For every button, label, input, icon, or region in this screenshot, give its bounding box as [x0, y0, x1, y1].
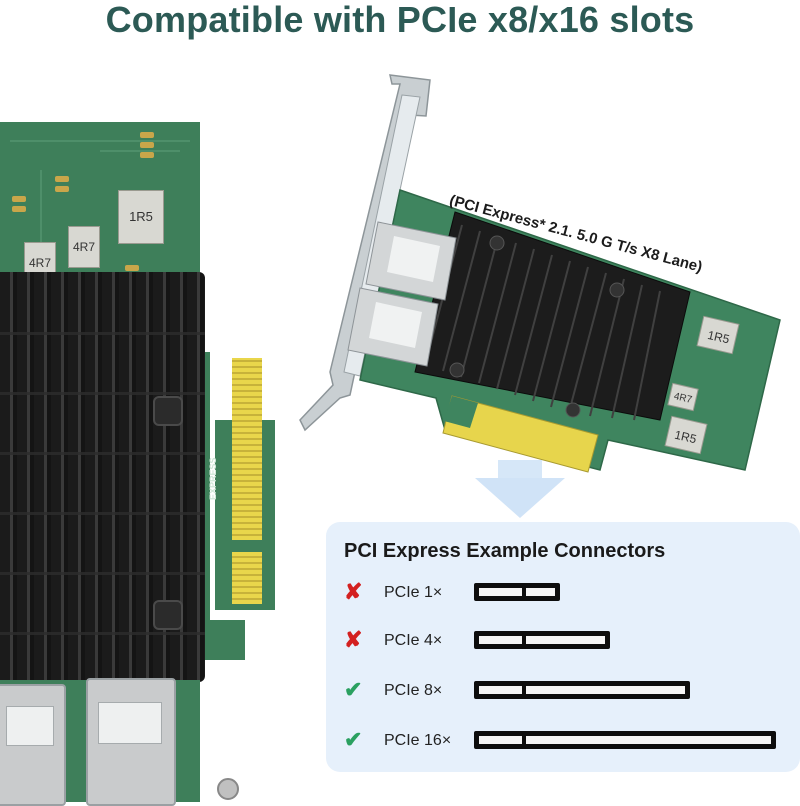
connector-label: PCIe 4×: [384, 632, 443, 649]
heatsink-ridge: [0, 392, 205, 395]
connectors-panel-title: PCI Express Example Connectors: [344, 540, 666, 562]
slot-key: [522, 731, 526, 749]
slot-opening: [479, 686, 685, 694]
slot-pcie-1x: [474, 583, 560, 601]
inductor-1r5: 1R5: [118, 190, 164, 244]
heatsink-ridge: [0, 632, 205, 635]
pcb-trace: [100, 150, 180, 152]
capacitor: [12, 196, 26, 202]
card-key: [444, 396, 478, 428]
heatsink-ridge: [0, 452, 205, 455]
gold-contacts: [232, 552, 262, 604]
mount-screw: [217, 778, 239, 800]
down-arrow-icon: [475, 478, 565, 518]
rj45-jack: [6, 706, 54, 746]
capacitor: [125, 265, 139, 271]
inductor-4r7: 4R7: [68, 226, 100, 268]
slot-opening: [479, 588, 555, 596]
rj45-jack: [387, 236, 440, 282]
connector-row-pcie-8x: ✔ PCIe 8×: [344, 678, 694, 706]
headline: Compatible with PCIe x8/x16 slots: [105, 0, 695, 40]
connector-row-pcie-1x: ✘ PCIe 1×: [344, 580, 584, 608]
pcb-left-edge: [200, 352, 210, 652]
card-heatsink-fins: [424, 224, 661, 421]
check-icon: ✔: [344, 677, 363, 702]
capacitor: [140, 132, 154, 138]
rj45-jack: [369, 302, 422, 348]
card-inductor: [667, 382, 699, 412]
card-inductor-label: 1R5: [673, 428, 698, 447]
capacitor: [55, 186, 69, 192]
slot-pcie-4x: [474, 631, 610, 649]
gold-contacts: [232, 358, 262, 540]
check-icon: ✔: [344, 727, 363, 752]
heatsink-ridge: [0, 512, 205, 515]
connector-row-pcie-16x: ✔ PCIe 16×: [344, 728, 780, 756]
heatsink-ridge: [0, 572, 205, 575]
connector-label: PCIe 1×: [384, 584, 443, 601]
capacitor: [55, 176, 69, 182]
card-inductor: [664, 415, 708, 455]
heatsink-screw: [153, 396, 183, 426]
heatsink-screw: [609, 282, 625, 298]
connector-row-pcie-4x: ✘ PCIe 4×: [344, 628, 614, 656]
card-inductor-label: 4R7: [673, 391, 694, 406]
cross-icon: ✘: [344, 579, 363, 604]
heatsink-screw: [565, 402, 581, 418]
connector-label: PCIe 16×: [384, 732, 452, 749]
down-arrow-stem: [498, 460, 542, 480]
heatsink-screw: [489, 235, 505, 251]
capacitor: [140, 142, 154, 148]
connector-label: PCIe 8×: [384, 682, 443, 699]
rj45-port: [0, 684, 66, 806]
heatsink-screw: [449, 362, 465, 378]
slot-opening: [479, 736, 771, 744]
pcb-trace: [10, 140, 190, 142]
slot-key: [522, 583, 526, 601]
heatsink-screw: [153, 600, 183, 630]
slot-pcie-8x: [474, 681, 690, 699]
pcb-left-edge: [205, 620, 245, 660]
rj45-port: [86, 678, 176, 806]
card-inductor: [696, 315, 740, 355]
slot-opening: [479, 636, 605, 644]
slot-pcie-16x: [474, 731, 776, 749]
rj45-jack: [98, 702, 162, 744]
card-inductor-label: 1R5: [706, 328, 731, 347]
slot-key: [522, 631, 526, 649]
slot-key: [522, 681, 526, 699]
capacitor: [12, 206, 26, 212]
cross-icon: ✘: [344, 627, 363, 652]
pcb-trace: [40, 170, 42, 260]
capacitor: [140, 152, 154, 158]
heatsink-ridge: [0, 332, 205, 335]
